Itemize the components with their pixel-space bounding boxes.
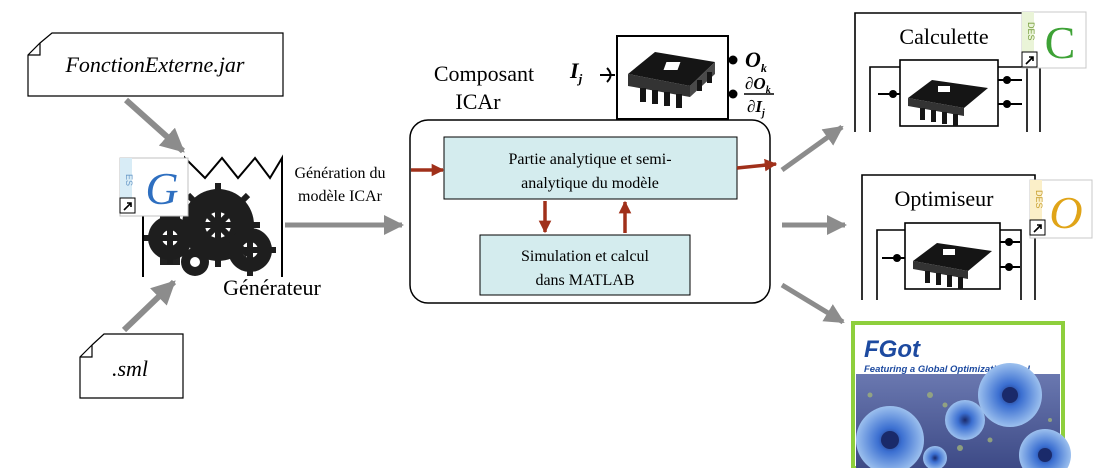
arrow-sml-to-generator	[121, 279, 177, 333]
component-title-line2: ICAr	[455, 89, 501, 114]
simulation-line1: Simulation et calcul	[521, 248, 650, 265]
component-title-line1: Composant	[434, 61, 534, 86]
arrow-to-fgot	[780, 282, 845, 325]
jar-file-box: FonctionExterne.jar	[27, 32, 284, 97]
component-derivative-denominator: ∂Ij	[747, 97, 765, 119]
simulation-line2: dans MATLAB	[535, 272, 634, 289]
optimiseur-icon-letter: O	[1049, 187, 1082, 238]
generator-icon-tag: ES	[124, 174, 134, 186]
calculette-label: Calculette	[899, 24, 988, 49]
calculette-panel: Calculette	[854, 12, 1041, 132]
optimiseur-app-icon: DES O	[1029, 179, 1093, 239]
component-output-symbol: Ok	[745, 47, 767, 75]
analytic-part-line2: analytique du modèle	[521, 175, 659, 192]
sml-file-label: .sml	[112, 356, 148, 381]
jar-file-label: FonctionExterne.jar	[64, 52, 244, 77]
fgot-subtitle: Featuring a Global Optimization Tool	[864, 364, 1030, 375]
arrow-jar-to-generator	[123, 97, 186, 154]
sml-file-box: .sml	[79, 333, 184, 399]
red-arrow-analytic-out	[736, 158, 778, 172]
calculette-icon-tag: DES	[1026, 22, 1036, 41]
component-input-symbol: Ij	[569, 58, 583, 86]
optimiseur-icon-tag: DES	[1034, 190, 1044, 209]
optimiseur-panel: Optimiseur	[861, 174, 1036, 300]
calculette-icon-letter: C	[1045, 17, 1076, 68]
transition-label-line2: modèle ICAr	[298, 188, 383, 205]
optimiseur-label: Optimiseur	[895, 186, 995, 211]
analytic-part-line1: Partie analytique et semi-	[508, 151, 671, 168]
fgot-flowers-image	[856, 363, 1071, 468]
fgot-logo: FGot Featuring a Global Optimization Too…	[851, 321, 1071, 468]
component-derivative-numerator: ∂Ok	[745, 74, 771, 96]
generator-label: Générateur	[223, 275, 321, 300]
transition-label-line1: Génération du	[294, 165, 385, 182]
generator-icon-letter: G	[145, 163, 178, 214]
fgot-title: FGot	[864, 336, 921, 363]
simulation-box	[479, 234, 691, 296]
component-chip-block: Ij Ok ∂Ok ∂Ij	[569, 35, 774, 120]
generator-app-icon: ES G	[119, 157, 189, 217]
calculette-app-icon: DES C	[1021, 11, 1087, 69]
arrow-to-calculette	[780, 124, 844, 173]
